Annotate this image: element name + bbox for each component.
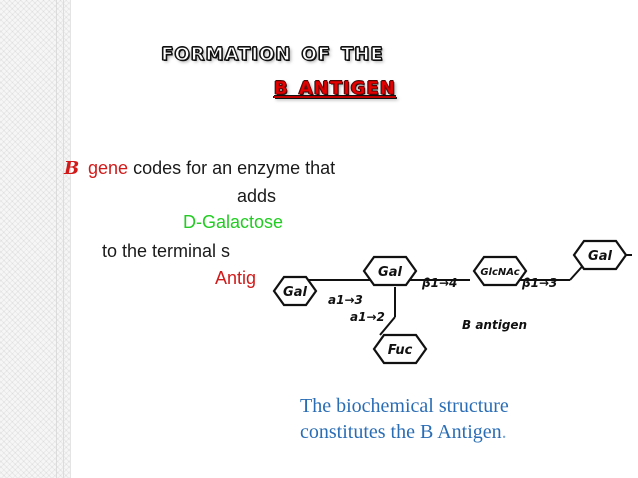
glcnac-hexagon: [472, 255, 528, 287]
caption: The biochemical structure constitutes th…: [300, 393, 509, 445]
glcnac-label: GlcNAc: [480, 267, 519, 278]
gal-left-label: Gal: [283, 285, 307, 300]
caption-line-1: The biochemical structure: [300, 395, 509, 417]
fuc-label: Fuc: [388, 343, 413, 358]
bond-a1-2-down: [379, 316, 396, 336]
side-divider: [63, 0, 64, 478]
antigen-text: Antig: [215, 268, 257, 288]
fuc-hexagon: [372, 333, 428, 365]
diagram-caption-label: B antigen: [462, 318, 527, 332]
body-line-2: adds: [237, 186, 277, 206]
caption-line-2-text: constitutes the B Antigen: [300, 421, 502, 443]
body-line-4: to the terminal s: [102, 241, 231, 261]
slide-title: Formation of the B Antigen: [120, 35, 520, 103]
gal-center-label: Gal: [378, 265, 402, 280]
caption-period: .: [501, 421, 507, 443]
gal-center-hexagon: [362, 255, 418, 287]
gal-right-label: Gal: [588, 249, 612, 264]
linkage-b1-3: β1→3: [521, 276, 557, 290]
side-strip: [0, 0, 71, 478]
gene-word: gene: [88, 158, 129, 178]
bullet-b: B: [64, 158, 80, 179]
body-line-1-rest: codes for an enzyme that: [133, 158, 336, 178]
title-line-1: Formation of the: [161, 36, 384, 67]
galactose-text: D-Galactose: [183, 212, 284, 232]
b-antigen-structure-diagram: Gal Gal GlcNAc Gal Fuc a1→3 a1→2 β1→4 β1…: [272, 239, 632, 365]
gal-right-hexagon: [572, 239, 628, 271]
linkage-b1-4: β1→4: [421, 276, 457, 290]
body-line-1: gene codes for an enzyme that: [88, 157, 335, 179]
linkage-a1-2: a1→2: [350, 310, 385, 324]
title-line-2: B Antigen: [274, 71, 396, 102]
caption-line-2: constitutes the B Antigen.: [300, 419, 509, 445]
gal-left-hexagon: [272, 275, 318, 307]
linkage-a1-3: a1→3: [328, 293, 363, 307]
side-divider: [56, 0, 57, 478]
